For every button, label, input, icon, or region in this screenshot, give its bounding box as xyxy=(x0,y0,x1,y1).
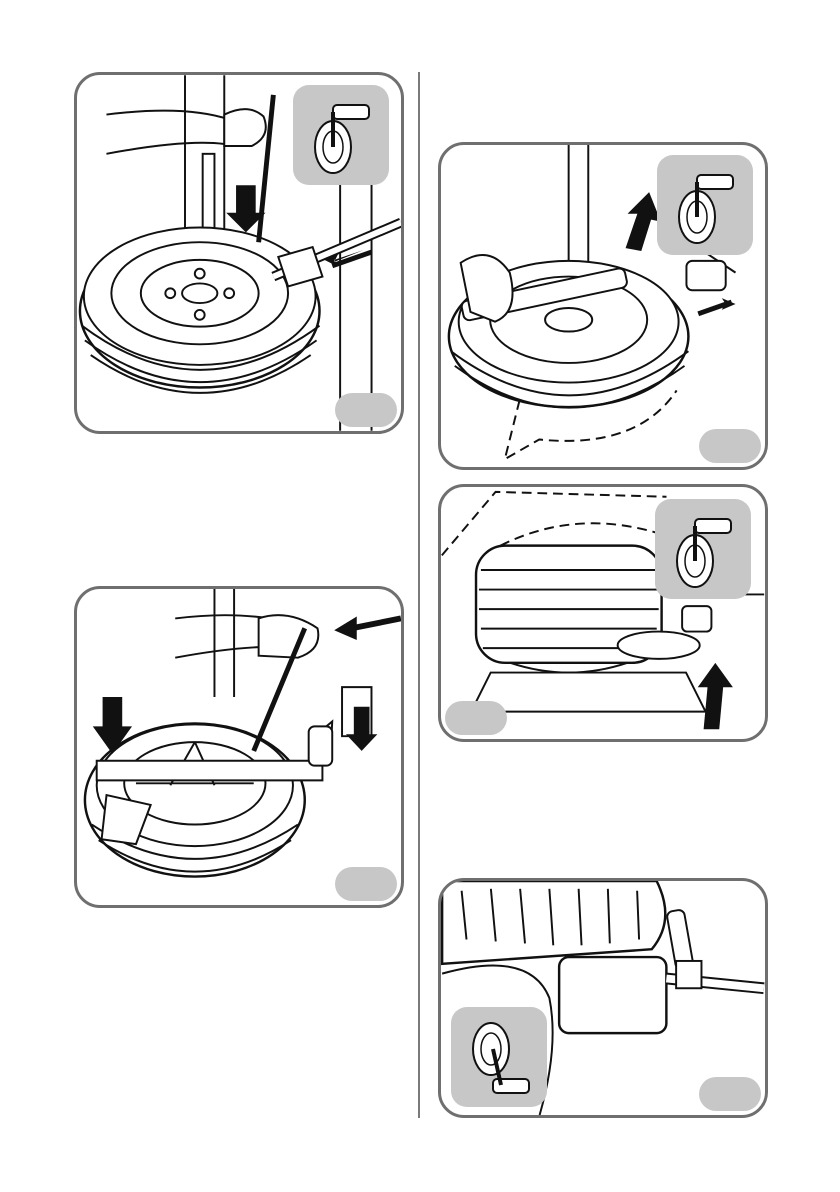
roller-tool-icon xyxy=(655,499,751,599)
roller-tool-icon xyxy=(451,1007,547,1107)
figure-b-panel xyxy=(438,142,768,470)
roller-tool-inset-e xyxy=(451,1007,547,1107)
column-divider xyxy=(418,72,420,1118)
roller-tool-icon xyxy=(293,85,389,185)
roller-tool-icon xyxy=(657,155,753,255)
figure-c-badge xyxy=(445,701,507,735)
figure-b-badge xyxy=(699,429,761,463)
figure-e-badge xyxy=(699,1077,761,1111)
roller-tool-inset-a xyxy=(293,85,389,185)
figure-c-panel xyxy=(438,484,768,742)
figure-e-panel xyxy=(438,878,768,1118)
roller-tool-inset-c xyxy=(655,499,751,599)
figure-a-panel xyxy=(74,72,404,434)
roller-tool-inset-b xyxy=(657,155,753,255)
figure-d-badge xyxy=(335,867,397,901)
figure-d-panel xyxy=(74,586,404,908)
figure-d-illustration xyxy=(77,589,401,905)
figure-a-badge xyxy=(335,393,397,427)
